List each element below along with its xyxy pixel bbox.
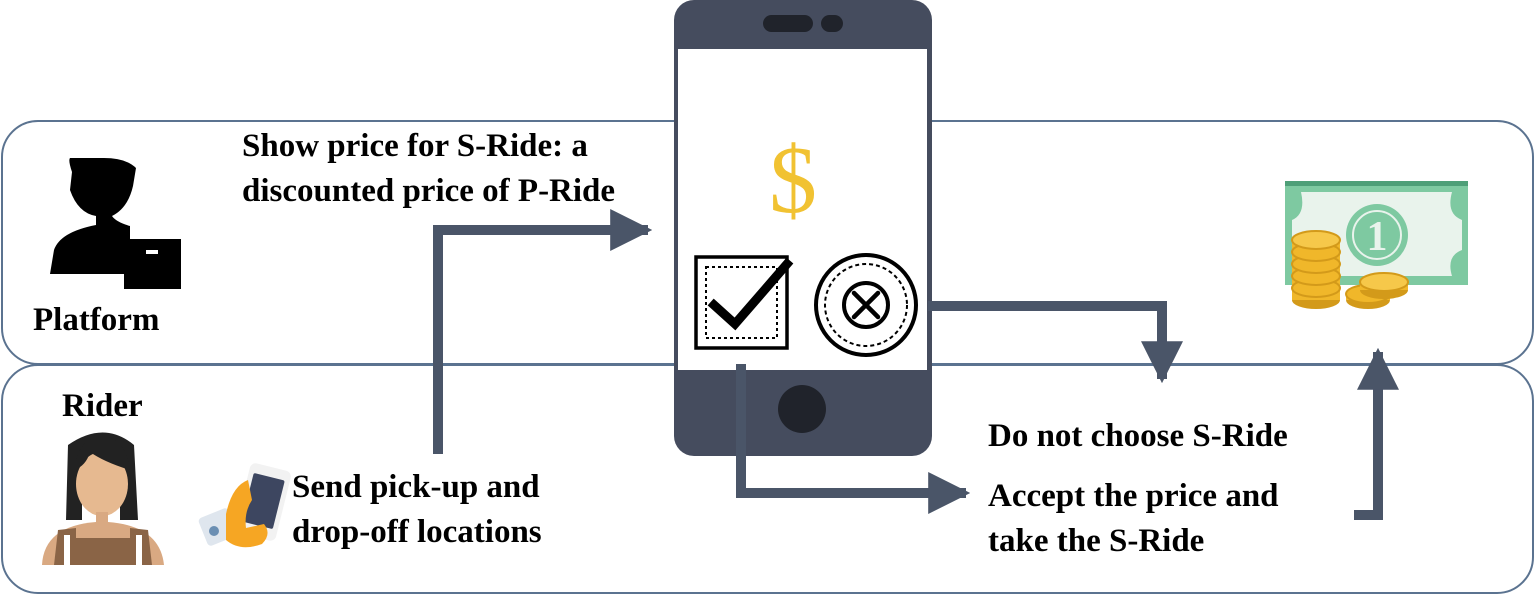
arrow-accept [736,364,971,514]
svg-text:1: 1 [1367,214,1388,260]
arrow-send-to-platform [433,209,653,454]
platform-lane-label: Platform [33,302,160,338]
arrow-reject [928,301,1183,384]
send-request-label: Send pick-up and drop-off locations [292,469,542,550]
money-banknote-coins-icon: 1 [1285,181,1468,309]
show-price-label: Show price for S-Ride: a discounted pric… [242,128,616,209]
reject-label: Do not choose S-Ride [988,418,1288,454]
rider-person-icon [42,432,164,565]
phone-camera [821,15,843,32]
checkbox-check-icon[interactable] [694,255,794,350]
platform-operator-icon [50,158,181,289]
arrow-payment [1354,347,1399,520]
accept-label: Accept the price and take the S-Ride [988,478,1279,559]
price-dollar-symbol: $ [769,126,817,233]
hand-phone-icon [198,463,291,548]
phone-home-button [778,385,826,433]
smartphone [674,0,932,456]
circle-x-icon[interactable] [814,253,918,357]
phone-speaker [763,15,813,32]
rider-lane-label: Rider [62,388,143,424]
